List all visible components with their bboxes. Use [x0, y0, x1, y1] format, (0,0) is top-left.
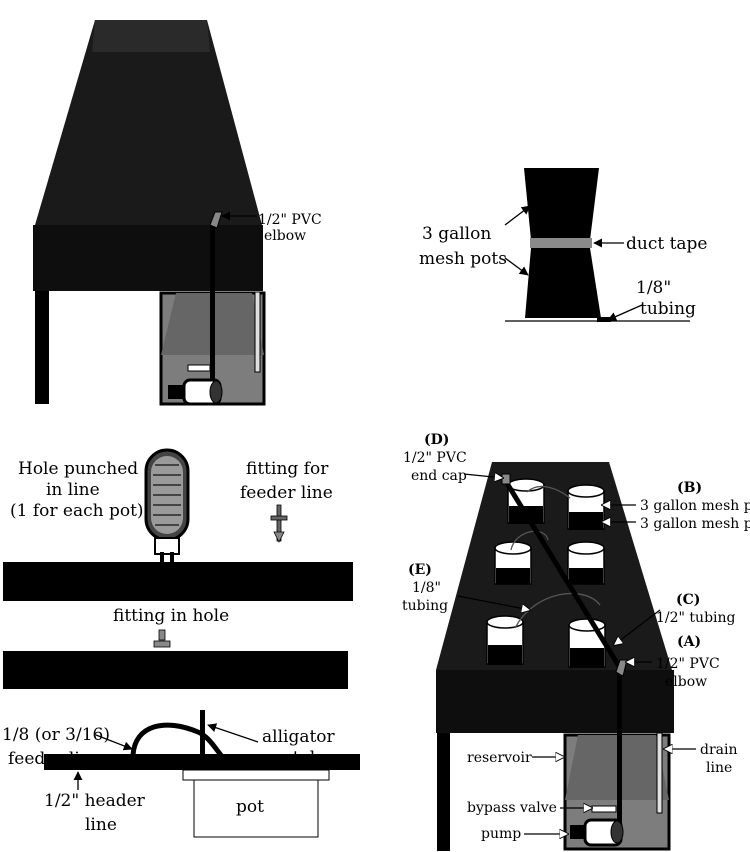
d-tag: (D) — [424, 432, 449, 448]
hole-punch-tag — [144, 448, 190, 562]
panel-b-mesh-pots: 3 gallon mesh pots duct tape 1/8" tubing — [419, 168, 708, 322]
pot-rim — [182, 769, 330, 781]
d-label-1: 1/2" PVC — [403, 450, 467, 466]
header-line-pipe-3 — [44, 754, 360, 770]
bypass-label: bypass valve — [467, 800, 557, 816]
hole-fitting-icon — [153, 629, 171, 648]
e-label-2: tubing — [402, 598, 448, 614]
pot-label: pot — [236, 797, 264, 817]
bypass-valve — [187, 364, 211, 372]
tubing-label-2: tubing — [640, 299, 696, 319]
feeder-fitting-icon — [270, 504, 288, 543]
a-label-1: 1/2" PVC — [656, 656, 720, 672]
c-tag: (C) — [676, 592, 700, 608]
elbow-label-1: 1/2" PVC — [258, 212, 322, 228]
tubing-stub — [597, 317, 611, 322]
duct-tape-label: duct tape — [626, 234, 708, 254]
e-arrow — [457, 595, 530, 610]
riser-pipe-d — [617, 668, 622, 833]
hole-label-3: (1 for each pot) — [10, 501, 144, 521]
b-label-1: 3 gallon mesh pot — [640, 498, 750, 514]
header-line-pipe-1 — [3, 562, 353, 601]
fitting-feeder-label-2: feeder line — [240, 483, 333, 503]
mesh-pot-upper — [524, 168, 599, 240]
mesh-pot-5 — [486, 615, 524, 665]
table-top-back — [92, 20, 210, 52]
table-leg-left — [35, 291, 49, 404]
feeder-label-1: 1/8 (or 3/16) — [2, 725, 110, 745]
panel-c-header-detail: Hole punched in line (1 for each pot) fi… — [2, 448, 360, 838]
table-top-surface-d — [436, 462, 672, 670]
feeder-line-tube — [130, 722, 232, 767]
feeder-arrow — [95, 734, 133, 751]
mesh-label-1: 3 gallon — [422, 224, 491, 244]
reservoir-label: reservoir — [467, 750, 532, 766]
header-label-2: line — [85, 815, 117, 835]
panel-d-full-system: (D) 1/2" PVC end cap (B) 3 gallon mesh p… — [402, 432, 750, 851]
stake-label-1: alligator — [262, 727, 336, 747]
table-front-edge-d — [436, 670, 674, 733]
b-tag: (B) — [677, 480, 702, 496]
duct-tape-band — [530, 238, 592, 248]
e-label-1: 1/8" — [412, 580, 441, 596]
d-label-2: end cap — [411, 468, 467, 484]
fitting-feeder-label-1: fitting for — [246, 459, 329, 479]
panel-a-side-view: 1/2" PVC elbow — [33, 20, 322, 406]
fitting-hole-label: fitting in hole — [113, 606, 229, 626]
drain-pipe-d — [656, 732, 663, 814]
alligator-stake — [200, 710, 205, 756]
pot-box — [193, 779, 319, 838]
mesh-pot-lower — [525, 248, 601, 318]
bypass-valve-d — [591, 805, 617, 813]
feed-pipe — [210, 222, 215, 394]
mesh-pot-4 — [567, 541, 605, 585]
tubing-arrow — [607, 304, 643, 321]
pump-icon-d — [570, 818, 624, 847]
end-cap-d — [501, 473, 511, 485]
mesh-arrow-bottom — [504, 257, 529, 276]
drain-label-1: drain — [700, 742, 738, 758]
table-leg-d — [437, 733, 450, 851]
table-top-surface — [35, 20, 262, 225]
elbow-label-2: elbow — [264, 228, 306, 244]
hole-label-2: in line — [46, 480, 100, 500]
mesh-label-2: mesh pots — [419, 249, 507, 269]
tubing-label-1: 1/8" — [636, 278, 671, 298]
b-label-2: 3 gallon mesh pot — [640, 516, 750, 532]
pump-label: pump — [481, 826, 521, 842]
d-arrow — [463, 474, 503, 478]
mesh-pot-6 — [568, 618, 606, 668]
header-line-pipe-2 — [3, 651, 348, 689]
a-label-2: elbow — [665, 674, 707, 690]
c-arrow — [614, 609, 661, 645]
feeder-tubes-d — [510, 485, 601, 629]
stake-arrow — [207, 723, 259, 743]
a-tag: (A) — [677, 634, 701, 650]
e-tag: (E) — [408, 562, 432, 578]
mesh-pot-3 — [494, 541, 532, 585]
drain-pipe — [254, 291, 261, 373]
hole-label-1: Hole punched — [18, 459, 138, 479]
mesh-arrow-top — [504, 205, 531, 226]
header-label-1: 1/2" header — [44, 791, 146, 811]
pump-icon — [168, 378, 223, 406]
main-tube-d — [502, 478, 623, 670]
mesh-pot-2 — [567, 484, 605, 530]
drain-label-2: line — [706, 760, 732, 776]
c-label-1: 1/2" tubing — [656, 610, 736, 626]
table-front-edge — [33, 225, 263, 291]
